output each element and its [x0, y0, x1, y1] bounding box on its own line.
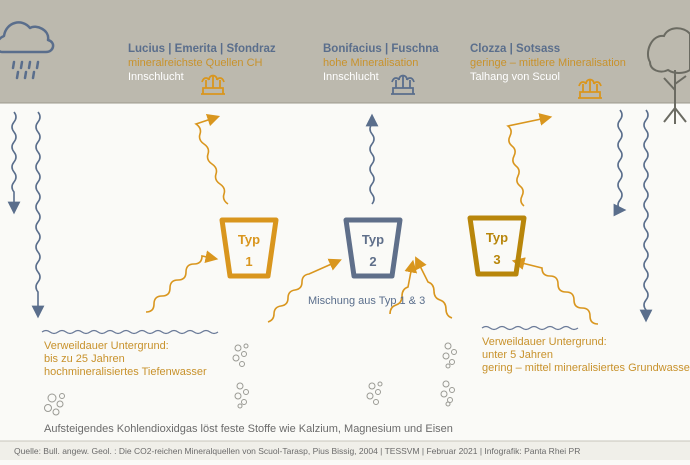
dwell-right-line-3: gering – mittel mineralisiertes Grundwas…: [482, 362, 690, 374]
infiltration-arrows: [7, 109, 653, 323]
feed-arrow-1: [145, 250, 219, 313]
fountain-icon: [391, 74, 415, 95]
wave-line-right: [481, 325, 579, 331]
feed-arrow-3: [511, 257, 599, 325]
dwell-left-line-3: hochmineralisiertes Tiefenwasser: [44, 366, 207, 378]
groundwater-waves: [41, 325, 579, 335]
infiltration-arrow: [639, 109, 653, 323]
rising-arrows: [145, 113, 599, 325]
spring-1-desc: mineralreichste Quellen CH: [128, 57, 263, 69]
cloud-rain-icon: [0, 21, 55, 80]
type-3-number: 3: [493, 252, 500, 267]
type-2-number: 2: [369, 254, 376, 269]
feed-arrow-5: [415, 256, 453, 319]
fountain-icon: [578, 78, 602, 99]
footer-bar: [0, 441, 690, 460]
spring-3-name: Clozza | Sotsass: [470, 43, 560, 55]
spring-1-location: Innschlucht: [128, 71, 184, 83]
mix-label: Mischung aus Typ 1 & 3: [308, 295, 425, 307]
type-cup-3: Typ 3: [467, 215, 527, 277]
spring-1-name: Lucius | Emerita | Sfondraz: [128, 43, 276, 55]
feed-arrow-2: [267, 258, 342, 323]
infiltration-arrow: [31, 111, 45, 319]
infiltration-arrow: [611, 109, 624, 215]
wave-line-left: [41, 329, 219, 335]
bubbles-icon: [234, 382, 249, 409]
spring-2-location: Innschlucht: [323, 71, 379, 83]
type-1-number: 1: [245, 254, 252, 269]
rising-arrow-1: [194, 113, 229, 205]
spring-3-desc: geringe – mittlere Mineralisation: [470, 57, 626, 69]
bubbles-icon: [440, 380, 455, 407]
type-cup-2: Typ 2: [343, 217, 403, 279]
source-credit: Quelle: Bull. angew. Geol. : Die CO2-rei…: [14, 446, 580, 456]
ground-surface-band: [0, 0, 690, 103]
dwell-right-line-1: Verweildauer Untergrund:: [482, 336, 607, 348]
spring-2-name: Bonifacius | Fuschna: [323, 43, 439, 55]
spring-2-desc: hohe Mineralisation: [323, 57, 418, 69]
rising-arrow-3: [506, 113, 553, 207]
infiltration-arrow: [7, 111, 21, 215]
tree-icon: [646, 27, 690, 124]
dwell-right-line-2: unter 5 Jahren: [482, 349, 553, 361]
type-cup-1: Typ 1: [219, 217, 279, 279]
type-3-label: Typ: [486, 230, 508, 245]
bubbles-icon: [442, 342, 457, 369]
feed-arrow-4: [389, 259, 418, 315]
fountain-icon: [201, 74, 225, 95]
spring-3-label: Clozza | Sotsass geringe – mittlere Mine…: [470, 43, 626, 83]
spring-3-location: Talhang von Scuol: [470, 71, 560, 83]
dwell-left: Verweildauer Untergrund: bis zu 25 Jahre…: [44, 340, 207, 378]
dwell-left-line-2: bis zu 25 Jahren: [44, 353, 125, 365]
dwell-left-line-1: Verweildauer Untergrund:: [44, 340, 169, 352]
rising-arrow-2: [365, 113, 379, 205]
type-1-label: Typ: [238, 232, 260, 247]
bubbles-icon: [232, 343, 249, 367]
spring-1-label: Lucius | Emerita | Sfondraz mineralreich…: [128, 43, 276, 83]
spring-2-label: Bonifacius | Fuschna hohe Mineralisation…: [323, 43, 439, 83]
dwell-right: Verweildauer Untergrund: unter 5 Jahren …: [482, 336, 690, 374]
gas-description: Aufsteigendes Kohlendioxidgas löst feste…: [44, 423, 453, 435]
bubbles-icon: [366, 381, 383, 405]
type-2-label: Typ: [362, 232, 384, 247]
bubbles-icon: [44, 393, 65, 416]
